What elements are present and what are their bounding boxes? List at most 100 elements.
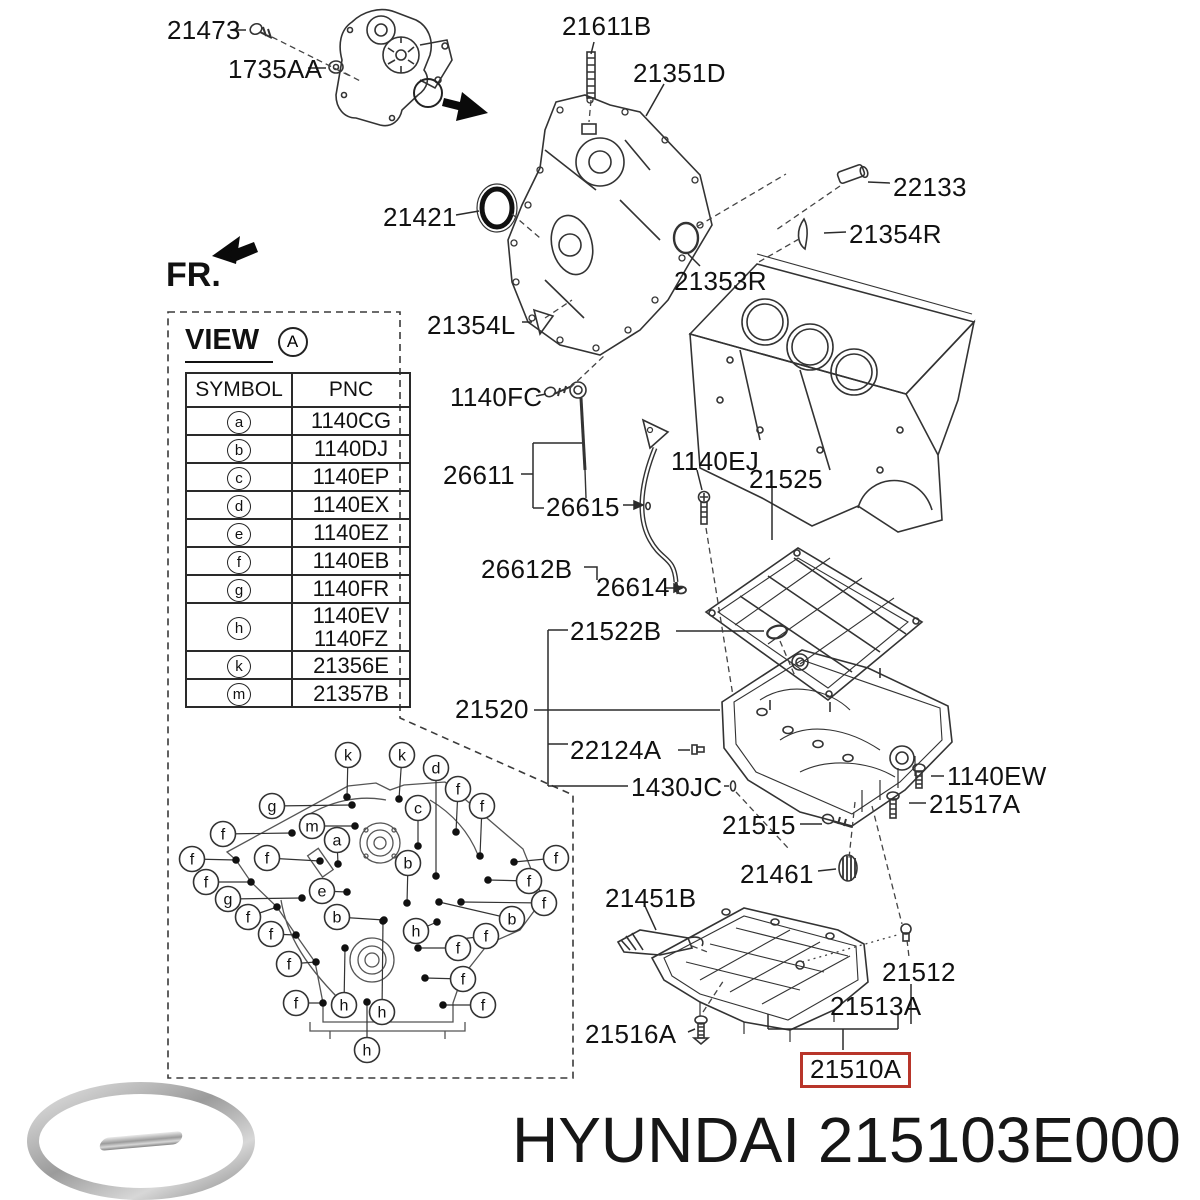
pnc-row-k: k 21356E — [185, 650, 411, 681]
svg-text:f: f — [287, 957, 292, 974]
svg-text:b: b — [333, 910, 342, 927]
part-label-1430JC: 1430JC — [631, 772, 723, 802]
callout-circle-f — [469, 991, 497, 1019]
bolt-position-dot — [363, 998, 371, 1006]
part-label-21513A: 21513A — [830, 991, 922, 1021]
bolt-position-dot — [414, 944, 422, 952]
pnc-value: 1140DJ — [291, 434, 411, 464]
callout-circle-a — [323, 826, 351, 854]
bolt-position-dot — [343, 888, 351, 896]
symbol-circle-d: d — [227, 495, 251, 518]
callout-circle-f — [449, 965, 477, 993]
bolt-position-dot — [379, 917, 387, 925]
svg-text:f: f — [554, 851, 559, 868]
callout-circle-f — [472, 922, 500, 950]
bolt-position-dot — [351, 822, 359, 830]
view-ref-circle: A — [277, 327, 308, 357]
svg-text:f: f — [246, 910, 251, 927]
drain-plug-21512-drawing — [900, 923, 912, 942]
baffle-plate-drawing — [704, 547, 924, 712]
bolt-21515-drawing — [821, 813, 853, 828]
part-label-21520: 21520 — [455, 694, 529, 724]
part-label-21516A: 21516A — [585, 1019, 677, 1049]
part-label-21451B: 21451B — [605, 883, 697, 913]
oring-21353R-drawing — [672, 221, 700, 255]
bolt-position-dot — [232, 856, 240, 864]
part-label-26611: 26611 — [443, 460, 515, 490]
part-label-26614: 26614 — [596, 572, 670, 602]
symbol-circle-k: k — [227, 655, 251, 679]
callout-circle-g — [214, 885, 242, 913]
part-label-22133: 22133 — [893, 172, 967, 202]
bolt-position-dot — [288, 829, 296, 837]
callout-circle-f — [209, 820, 237, 848]
gasket-21354L-drawing — [532, 308, 555, 336]
svg-text:b: b — [404, 856, 413, 873]
bolt-position-dot — [292, 931, 300, 939]
callout-circle-b — [498, 905, 526, 933]
footer-part-number: 215103E000 — [817, 1104, 1181, 1176]
svg-text:h: h — [412, 924, 421, 941]
bolt-position-dot — [432, 872, 440, 880]
part-label-1140EJ: 1140EJ — [671, 446, 760, 476]
callout-circle-f — [444, 775, 472, 803]
part-label-21525: 21525 — [749, 464, 823, 494]
callout-circle-f — [234, 903, 262, 931]
svg-text:g: g — [224, 892, 233, 909]
timing-cover-drawing — [476, 51, 869, 356]
callout-circle-f — [257, 920, 285, 948]
svg-text:h: h — [340, 998, 349, 1015]
callout-circle-g — [258, 792, 286, 820]
bolt-position-dot — [298, 894, 306, 902]
part-label-21461: 21461 — [740, 859, 814, 889]
callout-circle-k — [388, 741, 416, 769]
bolt-position-dot — [457, 898, 465, 906]
svg-text:f: f — [542, 896, 547, 913]
callout-circle-m — [298, 812, 326, 840]
plug-22124A-drawing — [691, 744, 705, 755]
part-label-21354L: 21354L — [427, 310, 516, 340]
front-marker-label: FR. — [166, 256, 221, 294]
bolt-position-dot — [334, 860, 342, 868]
bolt-1140EW-drawing — [912, 763, 926, 789]
part-label-26612B: 26612B — [481, 554, 573, 584]
pnc-value: 21356E — [291, 650, 411, 681]
callout-circle-f — [515, 867, 543, 895]
part-label-21517A: 21517A — [929, 789, 1021, 819]
symbol-column-header: SYMBOL — [185, 372, 293, 408]
svg-text:b: b — [508, 912, 517, 929]
bolt-position-dot — [343, 793, 351, 801]
part-label-1140FC: 1140FC — [450, 382, 543, 412]
part-label-21512: 21512 — [882, 957, 956, 987]
pnc-value: 1140EZ — [291, 518, 411, 548]
symbol-circle-b: b — [227, 439, 251, 462]
callout-circle-f — [178, 845, 206, 873]
bolt-position-dot — [341, 944, 349, 952]
callout-circle-h — [402, 917, 430, 945]
svg-text:d: d — [432, 761, 441, 778]
svg-text:f: f — [221, 827, 226, 844]
pnc-value: 1140EP — [291, 462, 411, 492]
svg-text:e: e — [318, 884, 327, 901]
pnc-value: 1140FR — [291, 574, 411, 604]
part-label-1140EW: 1140EW — [947, 761, 1047, 791]
bolt-position-dot — [476, 852, 484, 860]
bolt-1140EJ-drawing — [697, 490, 711, 525]
lower-oil-pan-drawing — [616, 907, 912, 1046]
bolt-position-dot — [452, 828, 460, 836]
callout-circle-f — [542, 844, 570, 872]
engine-block-drawing — [688, 253, 976, 533]
svg-text:g: g — [268, 799, 277, 816]
dipstick-drawing — [543, 381, 587, 499]
pnc-column-header: PNC — [291, 372, 411, 408]
symbol-circle-g: g — [227, 579, 251, 602]
symbol-circle-c: c — [227, 467, 251, 490]
dowel-pin-drawing — [836, 163, 869, 185]
fr-arrow-icon — [212, 236, 258, 264]
